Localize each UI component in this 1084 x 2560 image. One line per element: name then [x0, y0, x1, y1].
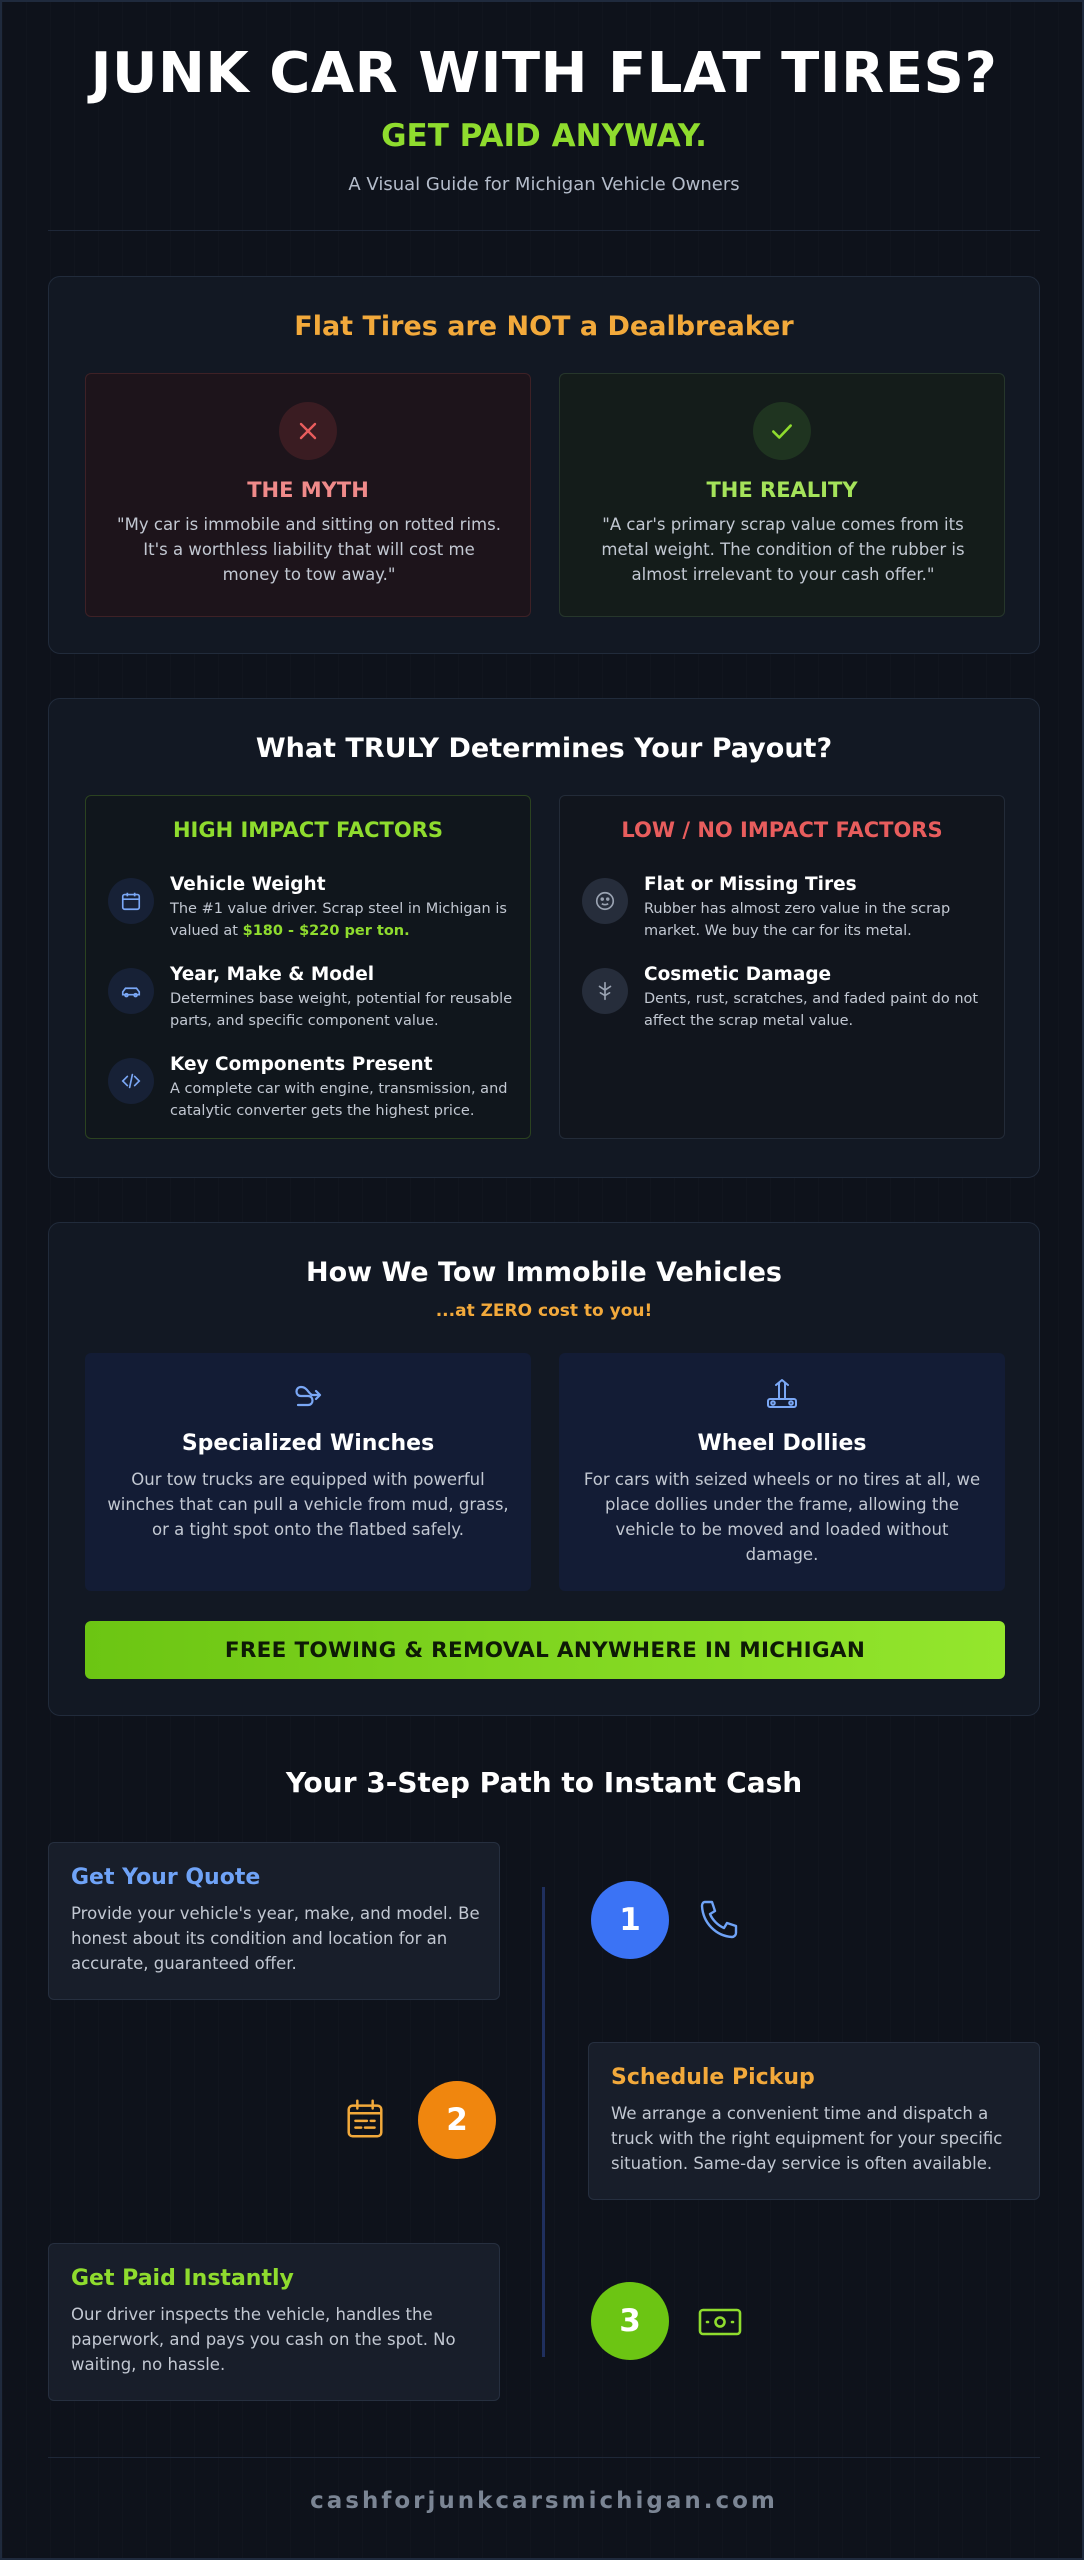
step-title: Get Your Quote: [71, 1865, 261, 1890]
page-title: JUNK CAR WITH FLAT TIRES?: [90, 41, 998, 106]
factor-name: Flat or Missing Tires: [644, 874, 857, 895]
factor-name: Key Components Present: [170, 1054, 433, 1075]
code-icon: [108, 1058, 154, 1104]
page-header: JUNK CAR WITH FLAT TIRES? GET PAID ANYWA…: [2, 40, 1084, 195]
reality-text: "A car's primary scrap value comes from …: [601, 515, 965, 584]
dolly-desc: For cars with seized wheels or no tires …: [583, 1470, 981, 1564]
winch-card: Specialized Winches Our tow trucks are e…: [85, 1353, 531, 1591]
scrap-price-highlight: $180 - $220 per ton.: [242, 923, 410, 939]
timeline-line: [542, 1887, 545, 2357]
page-tagline: A Visual Guide for Michigan Vehicle Owne…: [348, 174, 740, 195]
footer-site-url: cashforjunkcarsmichigan.com: [310, 2488, 778, 2514]
dolly-title: Wheel Dollies: [697, 1431, 867, 1456]
factor-desc: A complete car with engine, transmission…: [170, 1081, 508, 1119]
myth-reality-panel: Flat Tires are NOT a Dealbreaker THE MYT…: [48, 276, 1040, 654]
step-number-2: 2: [418, 2081, 496, 2159]
factor-desc: Dents, rust, scratches, and faded paint …: [644, 991, 979, 1029]
step-card-1: Get Your Quote Provide your vehicle's ye…: [48, 1842, 500, 2000]
step-desc: We arrange a convenient time and dispatc…: [611, 2104, 1003, 2173]
high-impact-title: HIGH IMPACT FACTORS: [172, 818, 444, 842]
check-icon: [753, 402, 811, 460]
high-impact-box: HIGH IMPACT FACTORS Vehicle Weight The #…: [85, 795, 531, 1139]
step-title: Schedule Pickup: [611, 2065, 815, 2090]
dolly-icon: [762, 1375, 802, 1415]
calendar-icon: [342, 2096, 390, 2144]
towing-section-title: How We Tow Immobile Vehicles: [305, 1257, 782, 1288]
cash-icon: [696, 2298, 744, 2346]
free-towing-banner: FREE TOWING & REMOVAL ANYWHERE IN MICHIG…: [85, 1621, 1005, 1679]
paint-icon: [582, 968, 628, 1014]
winch-desc: Our tow trucks are equipped with powerfu…: [107, 1470, 509, 1539]
winch-title: Specialized Winches: [181, 1431, 435, 1456]
step-desc: Our driver inspects the vehicle, handles…: [71, 2305, 456, 2374]
factor-name: Year, Make & Model: [170, 964, 375, 985]
factor-name: Cosmetic Damage: [644, 964, 832, 985]
low-impact-title: LOW / NO IMPACT FACTORS: [621, 818, 943, 842]
factors-panel: What TRULY Determines Your Payout? HIGH …: [48, 698, 1040, 1178]
step-title: Get Paid Instantly: [71, 2266, 294, 2291]
reality-card: THE REALITY "A car's primary scrap value…: [559, 373, 1005, 617]
page-subtitle: GET PAID ANYWAY.: [381, 118, 707, 154]
factor-desc: Determines base weight, potential for re…: [170, 991, 513, 1029]
reality-heading: THE REALITY: [706, 478, 858, 502]
footer-divider: [48, 2457, 1040, 2458]
dolly-card: Wheel Dollies For cars with seized wheel…: [559, 1353, 1005, 1591]
x-icon: [279, 402, 337, 460]
myth-card: THE MYTH "My car is immobile and sitting…: [85, 373, 531, 617]
car-icon: [108, 968, 154, 1014]
myth-heading: THE MYTH: [247, 478, 369, 502]
step-desc: Provide your vehicle's year, make, and m…: [71, 1904, 480, 1973]
low-impact-box: LOW / NO IMPACT FACTORS Flat or Missing …: [559, 795, 1005, 1139]
phone-icon: [696, 1895, 744, 1943]
factors-section-title: What TRULY Determines Your Payout?: [255, 733, 833, 764]
step-number-3: 3: [591, 2282, 669, 2360]
factor-desc: Rubber has almost zero value in the scra…: [644, 901, 951, 939]
myth-section-title: Flat Tires are NOT a Dealbreaker: [294, 311, 794, 342]
header-divider: [48, 230, 1040, 231]
calendar-icon: [108, 878, 154, 924]
factor-desc: The #1 value driver. Scrap steel in Mich…: [170, 901, 507, 939]
factor-name: Vehicle Weight: [170, 874, 326, 895]
step-card-2: Schedule Pickup We arrange a convenient …: [588, 2042, 1040, 2200]
step-card-3: Get Paid Instantly Our driver inspects t…: [48, 2243, 500, 2401]
towing-section-subtitle: ...at ZERO cost to you!: [435, 1301, 653, 1321]
steps-section-title: Your 3-Step Path to Instant Cash: [285, 1766, 803, 1799]
myth-text: "My car is immobile and sitting on rotte…: [117, 515, 501, 584]
tire-icon: [582, 878, 628, 924]
winch-icon: [288, 1375, 328, 1415]
towing-panel: How We Tow Immobile Vehicles ...at ZERO …: [48, 1222, 1040, 1716]
step-number-1: 1: [591, 1881, 669, 1959]
